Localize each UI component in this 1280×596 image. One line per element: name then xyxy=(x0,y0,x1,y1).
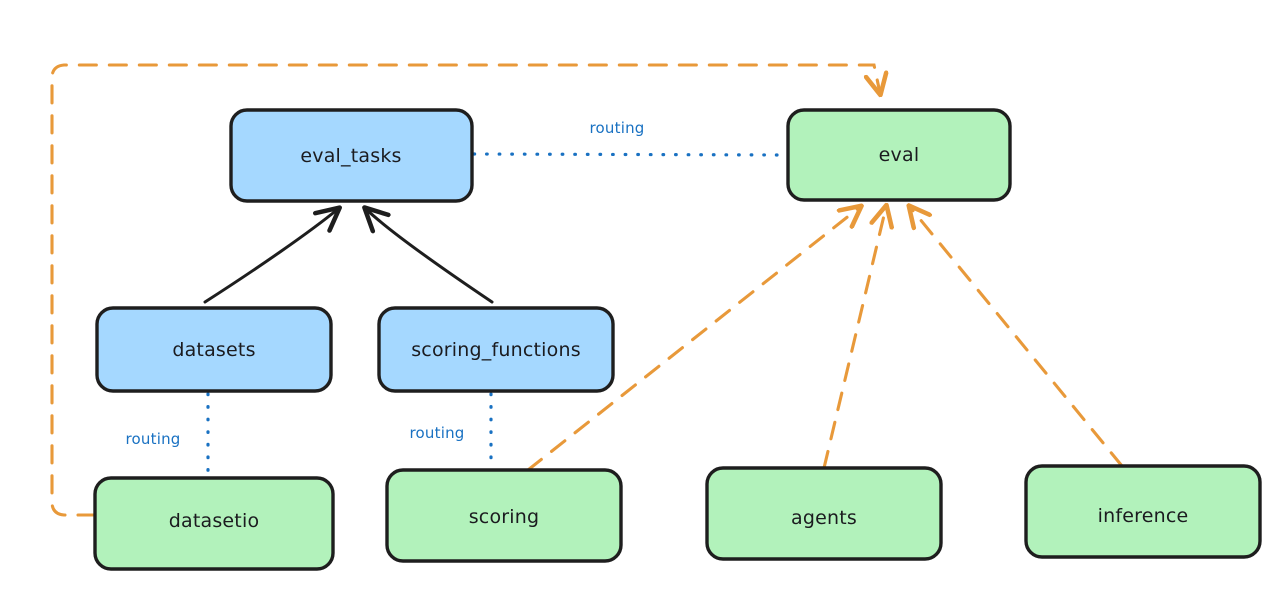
edge-scoring-eval xyxy=(526,207,860,472)
node-agents-shape[interactable] xyxy=(705,466,943,561)
node-scoring[interactable] xyxy=(385,468,623,563)
node-agents[interactable] xyxy=(705,466,943,561)
edge-scoringfunctions-evaltasks xyxy=(362,205,494,304)
node-scoring-functions[interactable] xyxy=(377,306,615,393)
node-scoring-functions-shape[interactable] xyxy=(377,306,615,393)
node-datasetio-shape[interactable] xyxy=(93,476,335,571)
node-eval-shape[interactable] xyxy=(786,108,1012,202)
edge-datasetio-eval xyxy=(50,63,880,517)
node-datasets-shape[interactable] xyxy=(95,306,333,393)
edge-agents-eval xyxy=(822,207,886,470)
edge-datasets-evaltasks xyxy=(203,205,342,304)
edge-layer xyxy=(50,63,1124,517)
node-eval[interactable] xyxy=(786,108,1012,202)
node-inference[interactable] xyxy=(1024,464,1262,559)
edge-evaltasks-eval xyxy=(472,152,788,157)
node-inference-shape[interactable] xyxy=(1024,464,1262,559)
node-datasetio[interactable] xyxy=(93,476,335,571)
edge-inference-eval xyxy=(910,207,1124,468)
node-datasets[interactable] xyxy=(95,306,333,393)
node-eval-tasks-shape[interactable] xyxy=(229,108,474,203)
node-scoring-shape[interactable] xyxy=(385,468,623,563)
node-layer xyxy=(93,108,1262,571)
node-eval-tasks[interactable] xyxy=(229,108,474,203)
